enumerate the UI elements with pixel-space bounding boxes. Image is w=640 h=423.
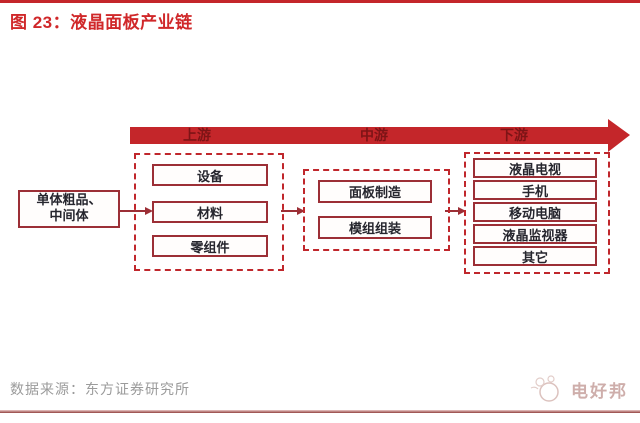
data-source-note: 数据来源：东方证券研究所 — [10, 381, 190, 397]
node-midstream-module-assembly: 模组组装 — [318, 216, 432, 239]
stage-label-downstream: 下游 — [500, 128, 528, 144]
connector-arrowhead-icon — [145, 207, 153, 215]
bottom-divider — [0, 410, 640, 413]
node-upstream-materials: 材料 — [152, 201, 268, 223]
node-source-line1: 单体粗品、 — [36, 193, 102, 208]
node-downstream-other: 其它 — [473, 246, 597, 266]
node-midstream-panel-manufacturing: 面板制造 — [318, 180, 432, 203]
stage-label-midstream: 中游 — [360, 128, 388, 144]
node-upstream-equipment: 设备 — [152, 164, 268, 186]
node-source: 单体粗品、 中间体 — [18, 190, 120, 228]
watermark-text: 电好邦 — [571, 381, 628, 402]
node-downstream-lcd-tv: 液晶电视 — [473, 158, 597, 178]
connector-source-to-upstream — [119, 210, 145, 212]
connector-upstream-to-midstream — [281, 210, 298, 212]
node-downstream-lcd-monitor: 液晶监视器 — [473, 224, 597, 244]
stage-label-upstream: 上游 — [183, 128, 211, 144]
watermark: 电好邦 — [527, 372, 628, 406]
node-downstream-mobile-phone: 手机 — [473, 180, 597, 200]
connector-midstream-to-downstream — [445, 210, 459, 212]
stage-arrow-head-icon — [608, 119, 630, 152]
group-upstream — [134, 153, 284, 271]
stage-arrow — [130, 127, 608, 144]
watermark-doodle-icon — [530, 375, 559, 402]
node-upstream-components: 零组件 — [152, 235, 268, 257]
group-midstream — [303, 169, 450, 251]
figure-title: 图 23：液晶面板产业链 — [10, 13, 193, 32]
top-divider — [0, 0, 640, 3]
group-downstream — [464, 152, 610, 274]
connector-arrowhead-icon — [297, 207, 305, 215]
node-downstream-mobile-computer: 移动电脑 — [473, 202, 597, 222]
node-source-line2: 中间体 — [49, 209, 89, 224]
connector-arrowhead-icon — [458, 207, 466, 215]
